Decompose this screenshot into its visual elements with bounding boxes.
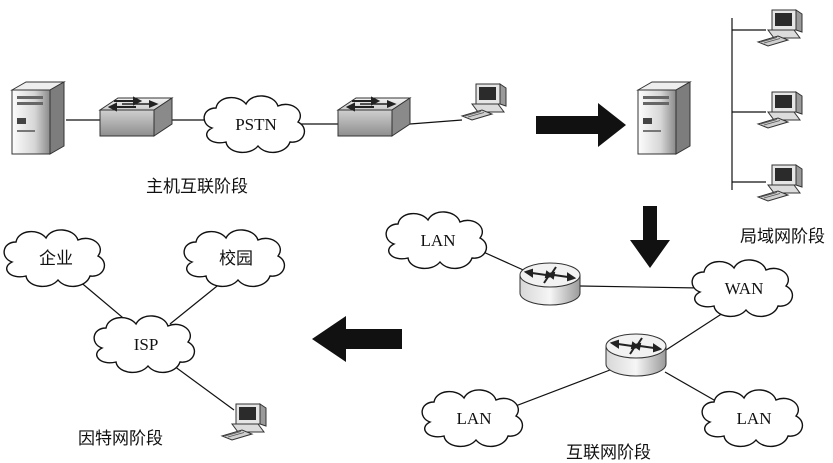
lan-cloud: LAN bbox=[385, 211, 488, 270]
workstation-icon bbox=[757, 91, 803, 129]
switch-icon bbox=[337, 97, 411, 137]
enterprise-label: 企业 bbox=[39, 249, 73, 269]
wan-label: WAN bbox=[725, 279, 764, 298]
stage-interconnect: LAN WAN LAN LAN bbox=[385, 211, 804, 448]
arrow-right bbox=[536, 103, 626, 147]
wan-cloud: WAN bbox=[691, 259, 794, 318]
stage-host-interconnect: PSTN bbox=[11, 81, 507, 155]
lan-label: LAN bbox=[421, 231, 456, 250]
pstn-label: PSTN bbox=[235, 115, 277, 134]
lan-label: LAN bbox=[737, 409, 772, 428]
campus-cloud: 校园 bbox=[183, 229, 286, 288]
lan-server-icon bbox=[637, 81, 691, 155]
stage-caption-internet: 因特网阶段 bbox=[78, 429, 163, 449]
isp-label: ISP bbox=[134, 335, 159, 354]
stage-caption-interconnect: 互联网阶段 bbox=[566, 443, 651, 463]
pstn-cloud: PSTN bbox=[203, 95, 306, 154]
workstation-icon bbox=[757, 164, 803, 202]
router-icon bbox=[519, 262, 581, 306]
stage-caption-lan: 局域网阶段 bbox=[740, 227, 825, 247]
switch-icon bbox=[99, 97, 173, 137]
stage-lan bbox=[637, 9, 803, 202]
enterprise-cloud: 企业 bbox=[3, 229, 106, 288]
workstation-icon bbox=[221, 403, 267, 441]
lan-cloud: LAN bbox=[701, 389, 804, 448]
campus-label: 校园 bbox=[219, 249, 253, 269]
lan-cloud: LAN bbox=[421, 389, 524, 448]
arrow-left bbox=[312, 316, 402, 362]
stage-internet: 企业 校园 ISP bbox=[3, 229, 286, 441]
arrow-down bbox=[630, 206, 670, 268]
lan-label: LAN bbox=[457, 409, 492, 428]
workstation-icon bbox=[757, 9, 803, 47]
router-icon bbox=[605, 333, 667, 377]
isp-cloud: ISP bbox=[93, 315, 196, 374]
host-server-icon bbox=[11, 81, 65, 155]
workstation-icon bbox=[461, 83, 507, 121]
stage-caption-host: 主机互联阶段 bbox=[146, 177, 248, 197]
